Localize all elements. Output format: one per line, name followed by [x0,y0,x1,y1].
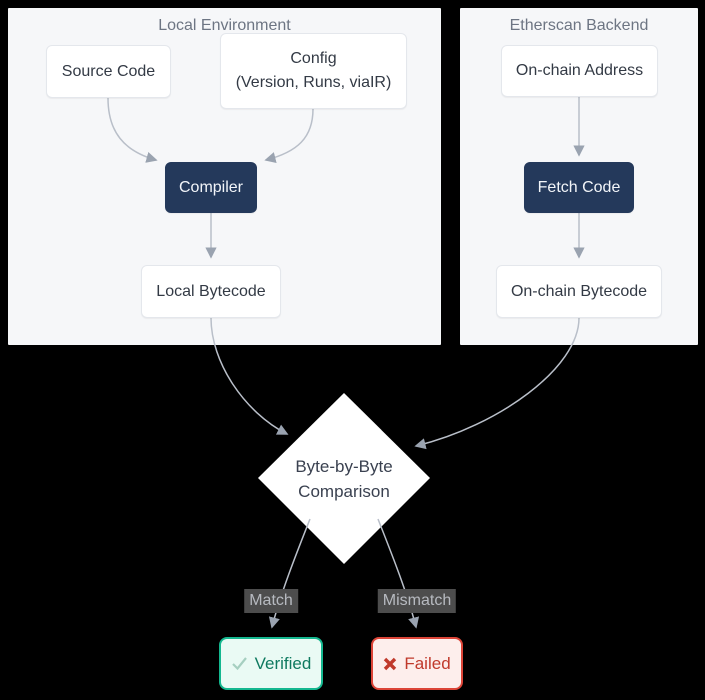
edge-comparison-to-failed [377,518,420,629]
node-onchain-address-label: On-chain Address [515,62,644,79]
node-comparison: Byte-by-Byte Comparison [264,452,424,506]
node-verified-label: Verified [254,653,312,673]
node-onchain-address: On-chain Address [501,45,658,97]
node-config-label-line1: Config [290,50,337,67]
edge-source-to-compiler [107,97,158,163]
node-source-code: Source Code [46,45,171,98]
node-compiler: Compiler [165,162,257,213]
node-failed-label: Failed [404,653,451,673]
node-comparison-label-line1: Byte-by-Byte [295,457,393,476]
cross-icon [383,657,397,671]
edge-label-match: Match [244,589,298,613]
node-config-label-line2: (Version, Runs, viaIR) [235,74,392,91]
comparison-diamond-shape [258,393,430,564]
check-icon [231,656,248,671]
node-compiler-label: Compiler [178,178,243,196]
subgraph-local-title: Local Environment [158,17,291,34]
node-local-bytecode-label: Local Bytecode [156,282,266,300]
edge-config-to-compiler [264,108,314,164]
node-comparison-label-line2: Comparison [298,482,390,501]
node-fetch-code: Fetch Code [524,162,634,213]
edge-comparison-to-verified [268,518,311,629]
node-config: Config (Version, Runs, viaIR) [220,33,407,109]
node-failed: Failed [371,637,463,690]
edge-label-mismatch: Mismatch [377,589,457,613]
node-source-code-label: Source Code [61,62,156,80]
node-onchain-bytecode: On-chain Bytecode [496,265,662,318]
node-local-bytecode: Local Bytecode [141,265,281,318]
edge-local-bytecode-to-comparison [210,317,289,435]
node-verified: Verified [219,637,323,690]
edge-onchain-bytecode-to-comparison [414,317,580,450]
node-onchain-bytecode-label: On-chain Bytecode [510,282,648,300]
node-fetch-code-label: Fetch Code [537,178,621,196]
subgraph-etherscan-title: Etherscan Backend [509,17,649,34]
